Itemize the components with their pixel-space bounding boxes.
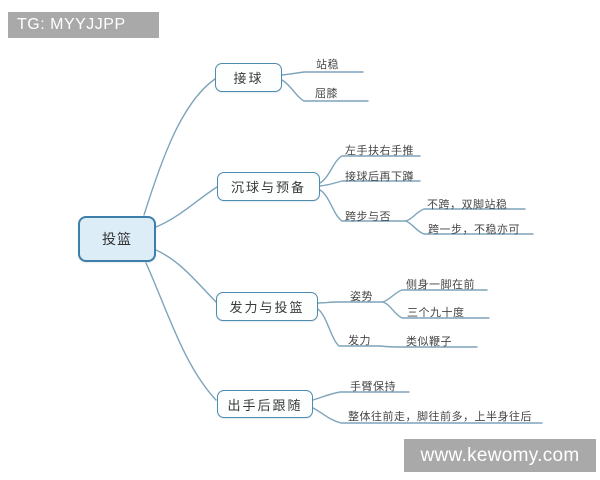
leaf-exert-force[interactable]: 发力: [348, 335, 371, 347]
edge-root-catch: [143, 78, 216, 216]
leaf-no-step-both-feet[interactable]: 不跨，双脚站稳: [427, 199, 508, 211]
leaf-step-or-not[interactable]: 跨步与否: [345, 211, 391, 223]
leaf-posture[interactable]: 姿势: [350, 291, 373, 303]
branch-node-catch[interactable]: 接球: [215, 63, 282, 92]
leaf-left-hold-right-push[interactable]: 左手扶右手推: [345, 145, 414, 157]
watermark-telegram: TG: MYYJJPP: [8, 12, 159, 38]
edge-root-follow: [145, 262, 217, 401]
leaf-like-a-whip[interactable]: 类似鞭子: [406, 336, 452, 348]
leaf-stand-firm[interactable]: 站稳: [316, 59, 339, 71]
leaf-three-ninety-degrees[interactable]: 三个九十度: [407, 307, 465, 319]
leaf-catch-then-squat[interactable]: 接球后再下蹲: [345, 171, 414, 183]
branch-node-shoot[interactable]: 发力与投篮: [216, 292, 318, 321]
leaf-move-forward-body-back[interactable]: 整体往前走，脚往前多，上半身往后: [348, 411, 532, 423]
leaf-keep-arm[interactable]: 手臂保持: [350, 381, 396, 393]
watermark-website: www.kewomy.com: [404, 439, 596, 472]
branch-node-follow-through[interactable]: 出手后跟随: [217, 390, 313, 418]
leaf-one-step-if-unstable[interactable]: 跨一步，不稳亦可: [428, 224, 520, 236]
edge-root-shoot: [155, 249, 218, 304]
root-node-shooting[interactable]: 投篮: [78, 216, 156, 262]
edge-catch-1: [281, 71, 364, 76]
leaf-bend-knees[interactable]: 屈膝: [315, 88, 338, 100]
leaf-side-body-foot-front[interactable]: 侧身一脚在前: [406, 279, 475, 291]
branch-node-prepare[interactable]: 沉球与预备: [217, 172, 320, 201]
edge-root-prepare: [155, 186, 218, 228]
